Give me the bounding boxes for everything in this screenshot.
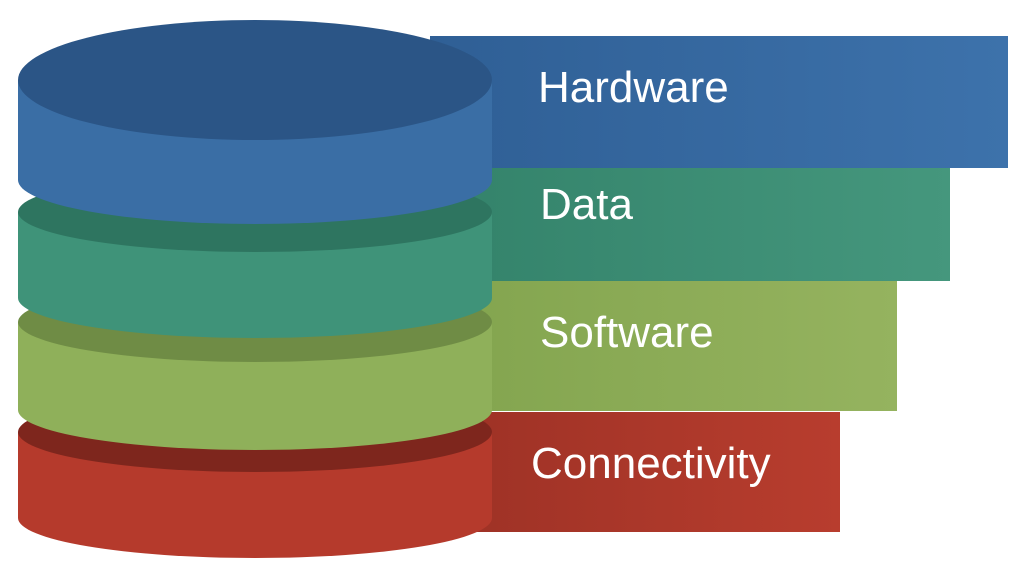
- hardware-band: [430, 36, 1008, 168]
- connectivity-band: [430, 412, 840, 532]
- layer-label-software: Software: [540, 308, 714, 357]
- layer-label-connectivity: Connectivity: [531, 439, 771, 488]
- layer-label-data: Data: [540, 180, 633, 229]
- layer-label-hardware: Hardware: [538, 63, 729, 112]
- hardware-disc-top: [18, 20, 492, 140]
- data-band: [430, 168, 950, 281]
- software-band: [430, 280, 897, 411]
- layer-hardware: Hardware: [18, 20, 1008, 224]
